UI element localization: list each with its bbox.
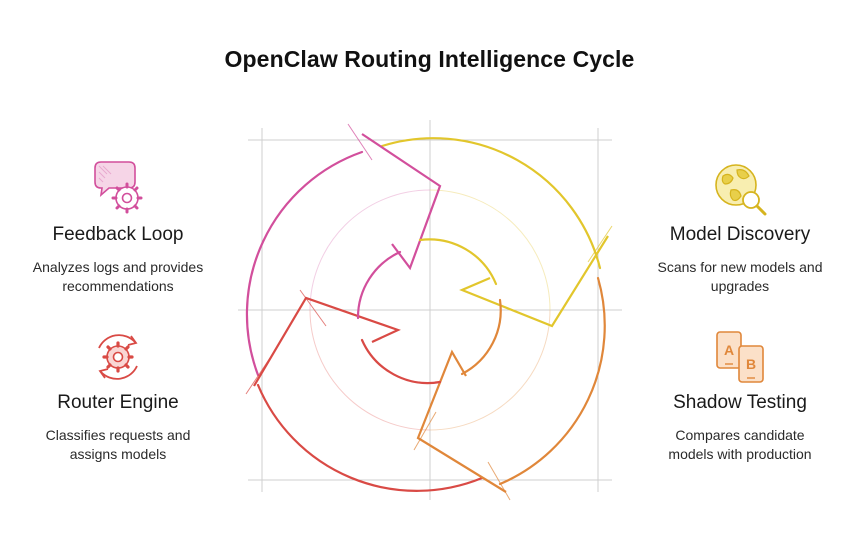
tick-shadow: [487, 461, 511, 501]
shadow-testing-heading: Shadow Testing: [673, 392, 807, 413]
router-engine-description: Classifies requests and assigns models: [45, 427, 191, 462]
guide-lines: [238, 120, 622, 500]
tick-router: [245, 357, 271, 395]
arrow-head-feedback: [361, 133, 442, 271]
middle-ring-feedback: [309, 189, 431, 311]
outer-arcs: [245, 137, 606, 492]
outer-arc-router: [256, 383, 484, 492]
inner-ring-discovery: [418, 238, 498, 286]
svg-text:B: B: [746, 356, 756, 372]
shadow-testing-description: Compares candidate models with productio…: [668, 427, 812, 462]
outer-arc-discovery: [380, 137, 602, 270]
construction-ticks: [245, 123, 613, 501]
arrow-head-shadow: [416, 349, 507, 493]
model-discovery-description: Scans for new models and upgrades: [657, 259, 823, 294]
arrow-head-router: [253, 296, 401, 387]
inner-ring: [356, 238, 502, 385]
globe-search-icon: [715, 164, 767, 216]
middle-ring-shadow: [429, 309, 551, 431]
feedback-loop-heading: Feedback Loop: [52, 224, 184, 245]
tick-router-2: [299, 289, 327, 327]
tick-feedback: [347, 123, 373, 161]
outer-arc-shadow: [498, 276, 606, 486]
outer-arc-feedback: [245, 150, 364, 377]
page-title: OpenClaw Routing Intelligence Cycle: [224, 46, 635, 72]
inner-ring-feedback: [356, 250, 402, 320]
tick-shadow-2: [413, 411, 437, 451]
middle-ring: [309, 189, 551, 431]
arrow-heads: [253, 133, 609, 493]
model-discovery-heading: Model Discovery: [669, 224, 811, 245]
stage-shadow-testing: A B Shadow Testing Compares candidate mo…: [640, 326, 840, 464]
tick-discovery: [587, 225, 613, 263]
feedback-loop-description: Analyzes logs and provides recommendatio…: [32, 259, 204, 294]
middle-ring-router: [309, 309, 431, 431]
chat-gear-icon: [94, 161, 143, 214]
gear-cycle-icon: [98, 334, 138, 380]
arrow-head-discovery: [459, 235, 609, 328]
stage-feedback-loop: Feedback Loop Analyzes logs and provides…: [18, 158, 218, 296]
ab-test-icon: A B: [716, 331, 764, 383]
svg-text:A: A: [724, 342, 734, 358]
router-engine-heading: Router Engine: [57, 392, 179, 413]
stage-model-discovery: Model Discovery Scans for new models and…: [640, 158, 840, 296]
inner-ring-router: [360, 338, 442, 385]
middle-ring-discovery: [429, 189, 551, 311]
stage-router-engine: Router Engine Classifies requests and as…: [18, 326, 218, 464]
inner-ring-shadow: [460, 298, 502, 376]
